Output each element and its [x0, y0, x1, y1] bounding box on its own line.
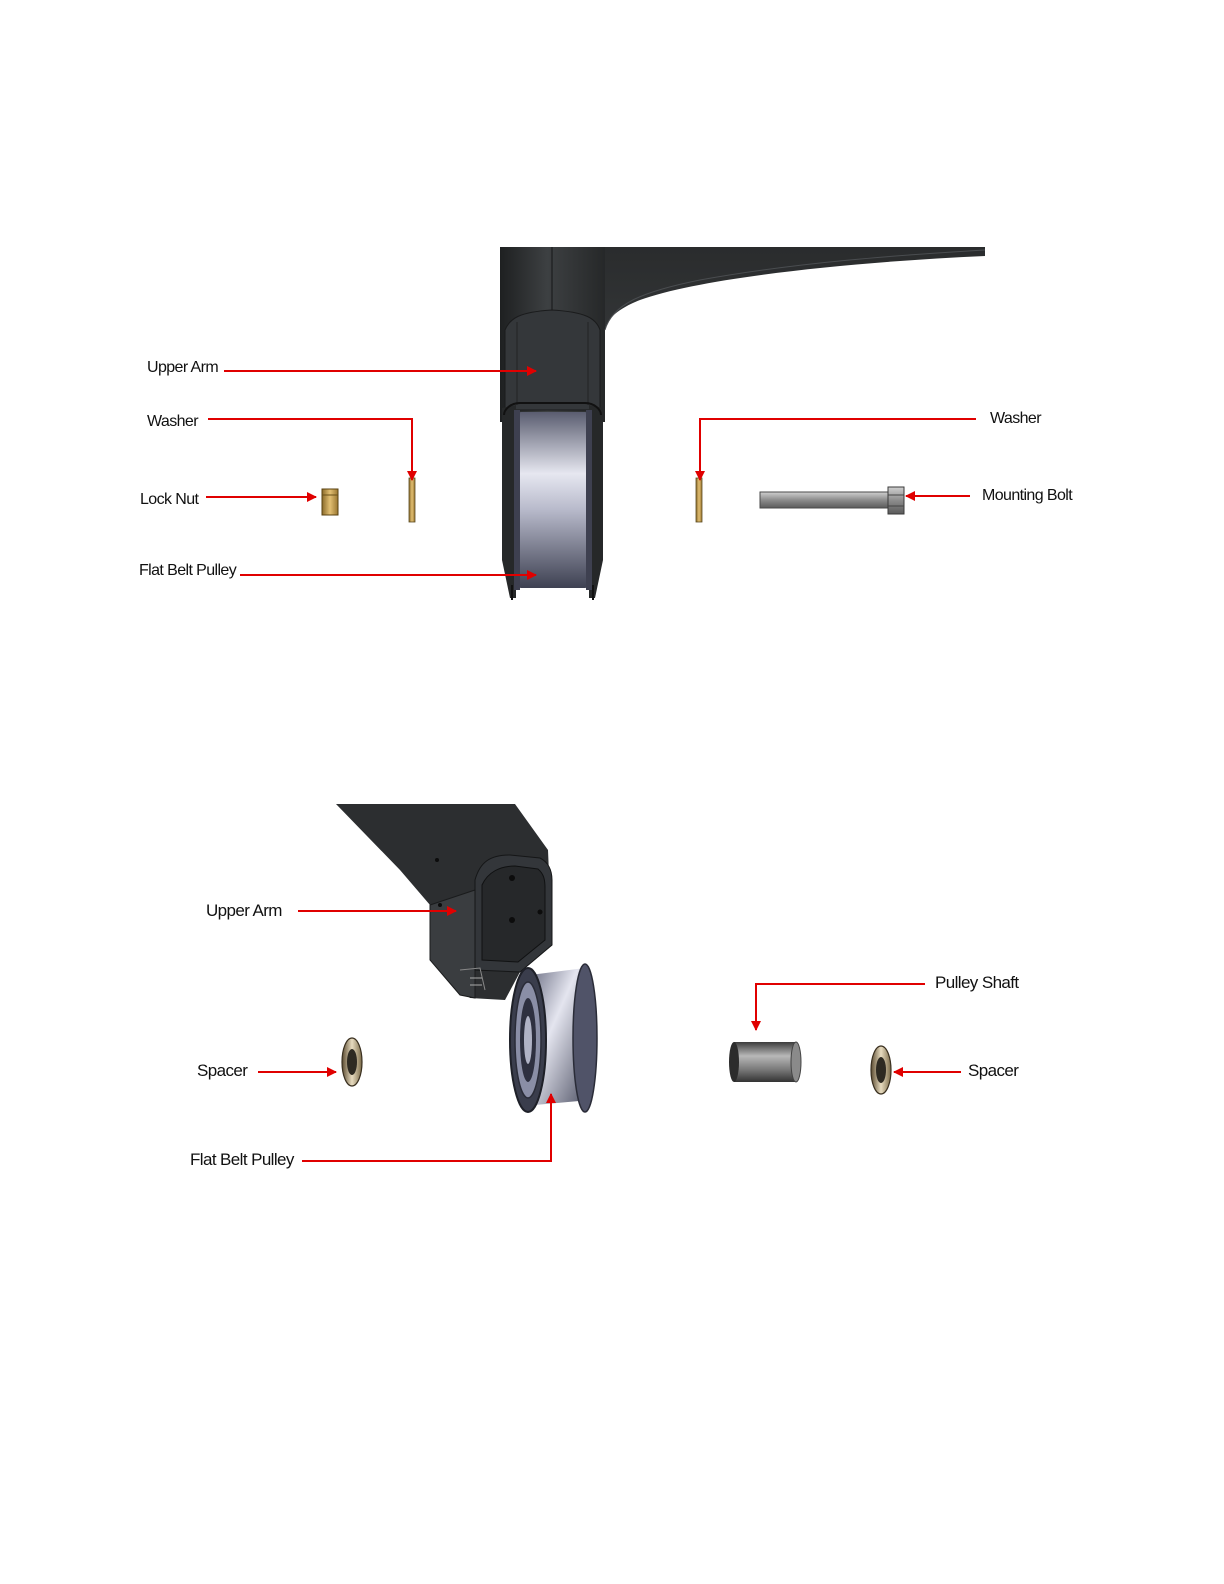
label-pulley-shaft: Pulley Shaft — [935, 973, 1019, 992]
spacer-right-part — [871, 1046, 891, 1094]
top-assembly: Upper Arm Washer Lock Nut Flat Belt Pull… — [139, 247, 1073, 600]
label-mounting-bolt: Mounting Bolt — [982, 487, 1073, 504]
label-spacer-right: Spacer — [968, 1061, 1019, 1080]
label-washer-right: Washer — [990, 410, 1042, 427]
washer-right-part — [696, 478, 702, 522]
upper-arm-iso-view — [336, 804, 552, 1000]
spacer-left-part — [342, 1038, 362, 1086]
label-spacer-left: Spacer — [197, 1061, 248, 1080]
lock-nut — [322, 489, 338, 515]
washer-left-part — [409, 478, 415, 522]
arrow-pulley-shaft — [756, 984, 925, 1030]
flat-belt-pulley-iso — [510, 964, 597, 1112]
mounting-bolt — [760, 487, 904, 514]
pulley-shaft — [729, 1042, 801, 1082]
label-flat-belt-pulley-top: Flat Belt Pulley — [139, 562, 237, 579]
arrow-washer-left — [208, 419, 412, 480]
arrow-washer-right — [700, 419, 976, 480]
bottom-assembly: Upper Arm Pulley Shaft Spacer Spacer Fla… — [190, 804, 1019, 1169]
arrow-flat-belt-pulley-iso — [302, 1094, 551, 1161]
label-upper-arm-top: Upper Arm — [147, 359, 218, 376]
label-lock-nut: Lock Nut — [140, 491, 199, 508]
label-washer-left: Washer — [147, 413, 199, 430]
label-upper-arm-iso: Upper Arm — [206, 901, 282, 920]
flat-belt-pulley-top — [514, 410, 592, 590]
label-flat-belt-pulley-iso: Flat Belt Pulley — [190, 1150, 295, 1169]
